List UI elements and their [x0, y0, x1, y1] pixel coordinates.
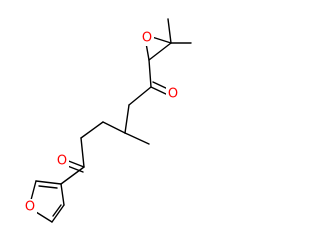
bond-epoxide-c-c — [148, 42, 172, 61]
bond-epoxide-c2-o — [151, 36, 172, 44]
bond-furan-c2-o — [30, 180, 37, 201]
bond-epoxide-to-carbonyl — [148, 59, 152, 88]
bond-furan-c5-c4-double — [52, 204, 62, 217]
bond-ch2c-to-carbonyl — [80, 137, 85, 168]
bond-carbonyl-to-furan — [60, 166, 85, 185]
bond-ch-to-ch2b — [102, 121, 126, 134]
atom-o-furan: O — [25, 200, 35, 215]
bond-ch-methyl — [124, 132, 150, 145]
atom-o-epoxide: O — [142, 31, 152, 46]
bond-ch2b-to-ch2c — [80, 121, 104, 139]
bond-furan-c3-c2 — [35, 180, 62, 185]
atom-o-left-ketone: O — [57, 154, 67, 169]
bond-ch2-to-ch — [124, 104, 130, 134]
bond-furan-c5-c4 — [51, 204, 65, 223]
bond-methyl-1 — [167, 18, 172, 44]
bond-carbonyl-co — [150, 86, 169, 96]
atom-o-top-ketone: O — [168, 87, 178, 102]
bond-carbonyl-to-ch2 — [128, 86, 152, 106]
bond-furan-c3-c2-double — [38, 185, 58, 189]
bond-furan-c4-c3 — [60, 183, 65, 206]
structure-diagram: O O O O — [23, 18, 192, 223]
bond-furan-o-c5 — [35, 211, 53, 223]
